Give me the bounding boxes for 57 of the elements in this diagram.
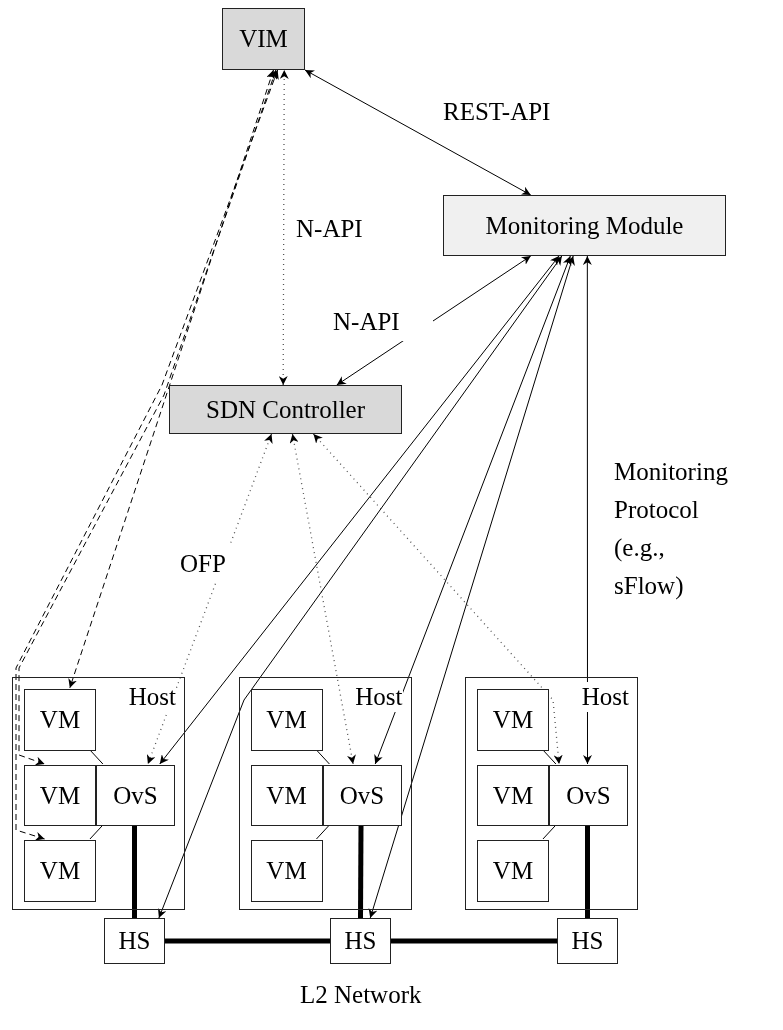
network-label: L2 Network [300,980,422,1010]
node-label: OvS [113,780,158,811]
ovs-box [549,765,628,826]
node-label: VM [39,705,81,736]
arrow [278,69,289,386]
node-label: SDN Controller [206,394,365,425]
sdn-controller-box [169,385,402,434]
vm-box [250,840,323,902]
node-label: VIM [239,24,288,55]
arrow [368,255,575,919]
vm-box [477,840,549,902]
monitoring-module-box [443,195,726,256]
node-label: HS [118,926,151,957]
node-label: HS [344,926,377,957]
thick-link [358,825,364,918]
host-box [12,677,185,910]
node-label: VM [266,705,307,736]
vm-box [250,689,323,751]
arrow [304,69,532,196]
switch-box [557,918,618,964]
arrow [312,433,563,765]
arrow [374,255,572,765]
node-label: VM [492,780,534,811]
vim-box [222,8,305,70]
arrow [158,255,563,919]
node-label: VM [266,856,307,887]
arrow [159,255,560,765]
node-label: VM [492,856,534,887]
arrow [289,433,356,765]
node-label: OvS [339,780,385,811]
node-label: VM [39,856,81,887]
thick-link [132,825,137,918]
node-label: Monitoring Module [485,210,684,241]
vm-box [477,689,549,751]
vm-box [477,765,549,826]
node-label: VM [492,705,534,736]
host-box [465,677,638,910]
thick-link [391,938,557,944]
ovs-box [96,765,175,826]
node-label: HS [571,926,604,957]
host-box [238,677,412,910]
vm-box [250,765,323,826]
vm-box [24,689,96,751]
node-label: VM [39,780,81,811]
thick-link [165,938,330,944]
arrow [146,433,273,765]
switch-box [104,918,165,964]
ovs-box [322,765,402,826]
vm-box [24,765,96,826]
arrow [68,69,275,689]
node-label: VM [266,780,307,811]
vm-box [24,840,96,902]
host-label: Host [581,682,629,712]
node-label: OvS [566,780,611,811]
switch-box [330,918,391,964]
arrow [582,255,592,765]
thick-link [585,825,590,918]
